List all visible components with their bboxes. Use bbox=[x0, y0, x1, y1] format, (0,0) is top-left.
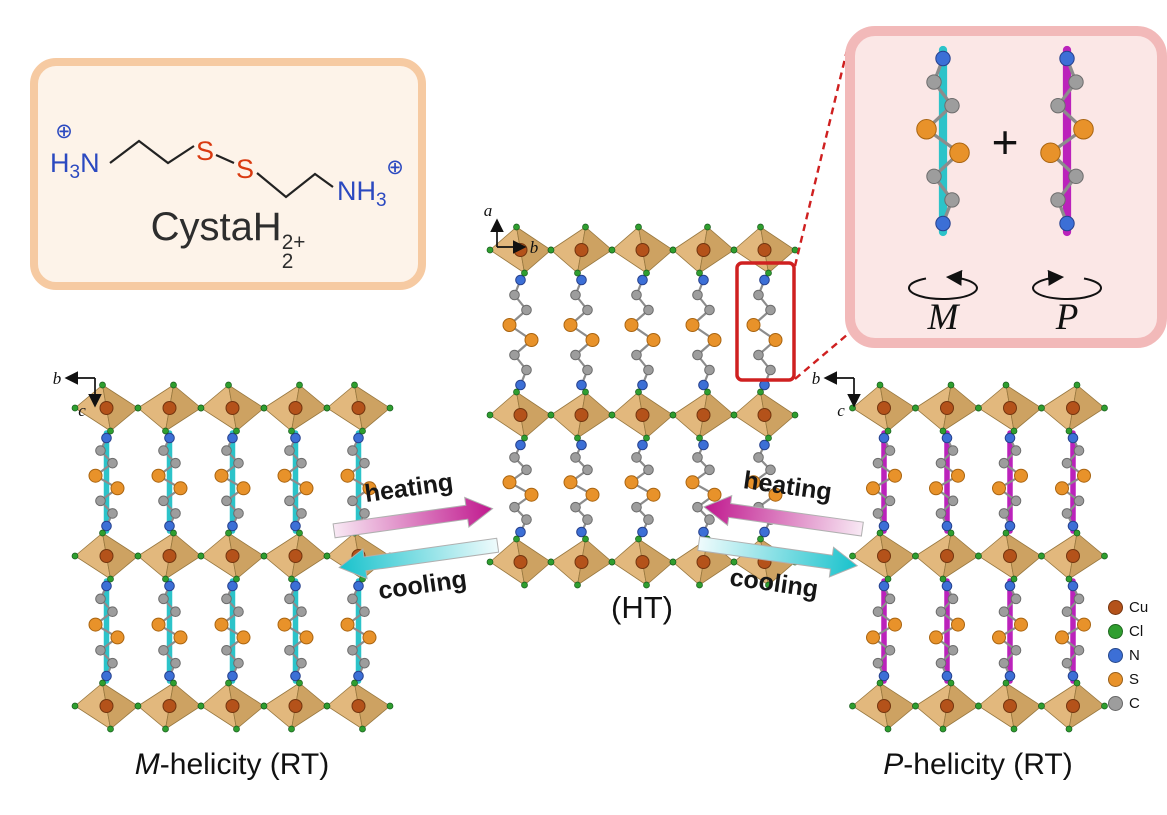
legend-item-cu: Cu bbox=[1108, 595, 1148, 619]
cl-label: Cl bbox=[1129, 622, 1144, 640]
svg-text:heating: heating bbox=[363, 468, 455, 508]
svg-text:S: S bbox=[236, 154, 254, 184]
helicity-inset: + M P bbox=[845, 26, 1167, 348]
m-axis-b: b bbox=[53, 369, 95, 388]
svg-text:a: a bbox=[484, 201, 493, 220]
helicity-inset-canvas: + M P bbox=[908, 45, 1102, 338]
svg-text:⊕: ⊕ bbox=[55, 120, 73, 143]
p-helicity-label: P-helicity (RT) bbox=[828, 748, 1128, 782]
heating-arrow bbox=[702, 494, 864, 537]
svg-text:c: c bbox=[837, 401, 845, 420]
cysta-label-charge: 2+2 bbox=[281, 230, 306, 274]
svg-text:cooling: cooling bbox=[377, 565, 469, 605]
legend-item-cl: Cl bbox=[1108, 619, 1148, 643]
m-helicity-label: M-helicity (RT) bbox=[82, 748, 382, 782]
cu-label: Cu bbox=[1129, 598, 1149, 616]
legend-item-n: N bbox=[1108, 643, 1148, 667]
p-helicity-structure bbox=[849, 381, 1108, 733]
legend-item-c: C bbox=[1108, 691, 1148, 715]
svg-text:b: b bbox=[53, 369, 62, 388]
svg-text:H3N: H3N bbox=[50, 148, 100, 183]
svg-text:heating: heating bbox=[742, 466, 834, 506]
ht-label: (HT) bbox=[611, 590, 673, 625]
p-label-italic: P bbox=[883, 748, 904, 781]
p-label-rest: -helicity (RT) bbox=[903, 748, 1073, 781]
cysta-sup: 2+ bbox=[281, 230, 306, 254]
cu-swatch bbox=[1108, 599, 1123, 615]
cooling-arrow bbox=[338, 537, 500, 580]
s-swatch bbox=[1108, 671, 1123, 687]
c-swatch bbox=[1108, 695, 1123, 711]
atom-legend: Cu Cl N S C bbox=[1108, 595, 1148, 715]
m-axis-c: c bbox=[78, 378, 102, 420]
n-label: N bbox=[1129, 646, 1140, 664]
svg-text:b: b bbox=[530, 238, 539, 257]
ht-structure bbox=[486, 223, 799, 589]
svg-text:S: S bbox=[196, 136, 214, 166]
svg-text:⊕: ⊕ bbox=[386, 156, 404, 179]
legend-item-s: S bbox=[1108, 667, 1148, 691]
p-rotation-arrow bbox=[1032, 269, 1102, 300]
p-axis-b: b bbox=[812, 369, 854, 388]
highlight-rect bbox=[735, 261, 796, 382]
svg-text:+: + bbox=[992, 116, 1019, 168]
cysta-label-base: CystaH bbox=[150, 205, 282, 250]
m-label-rest: -helicity (RT) bbox=[159, 748, 330, 781]
helix-pair: + M P bbox=[908, 45, 1102, 338]
ht-axis-b: b bbox=[497, 238, 538, 257]
m-helix bbox=[916, 45, 970, 237]
svg-text:c: c bbox=[78, 401, 86, 420]
heating-arrow bbox=[332, 496, 494, 539]
m-label-italic: M bbox=[134, 748, 160, 781]
cooling-arrow bbox=[697, 535, 859, 578]
s-label: S bbox=[1129, 670, 1140, 688]
cysta-sub: 2 bbox=[281, 250, 294, 274]
svg-text:M: M bbox=[927, 297, 961, 338]
m-helicity-structure bbox=[71, 381, 394, 733]
n-swatch bbox=[1108, 647, 1123, 663]
svg-text:NH3: NH3 bbox=[337, 176, 387, 211]
p-helix bbox=[1040, 45, 1094, 237]
svg-text:P: P bbox=[1055, 297, 1079, 338]
ht-axis-a: a bbox=[484, 201, 504, 247]
left-transition-arrows: heating cooling bbox=[332, 468, 500, 605]
svg-text:b: b bbox=[812, 369, 821, 388]
m-rotation-arrow bbox=[908, 269, 978, 300]
unit-callout bbox=[735, 45, 850, 382]
c-label: C bbox=[1129, 694, 1140, 712]
cl-swatch bbox=[1108, 623, 1123, 639]
p-axis-c: c bbox=[837, 378, 861, 420]
